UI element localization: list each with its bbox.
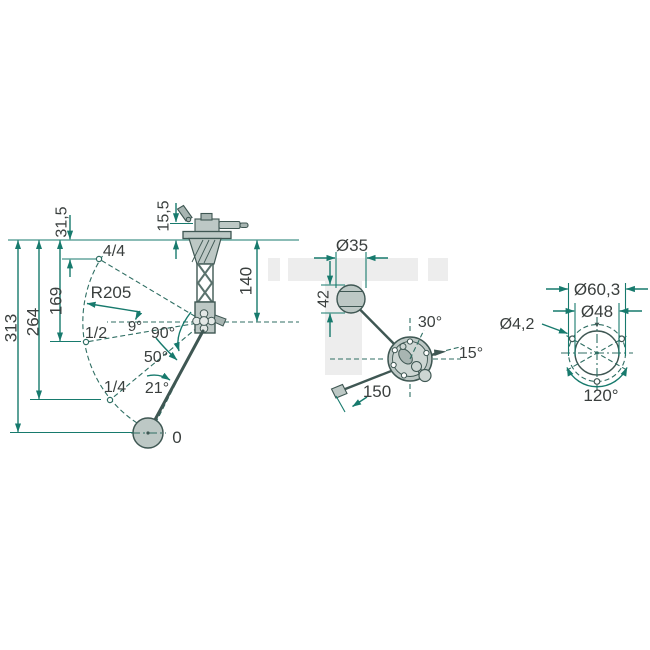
angle-label-50: 50° — [144, 349, 168, 366]
sender-head — [176, 204, 249, 240]
pivot-hub — [387, 336, 433, 383]
angle-label-21: 21° — [145, 380, 169, 397]
position-marker-14 — [106, 396, 114, 404]
arc-120deg — [566, 367, 628, 388]
mounting-flange-plate — [182, 230, 232, 240]
float-arm — [148, 329, 205, 431]
position-label-44: 4/4 — [103, 243, 125, 260]
line-30deg — [409, 329, 425, 360]
bolt-hole — [618, 335, 626, 343]
r205-leader — [86, 301, 141, 313]
dim-label-dia60-3: Ø60,3 — [574, 280, 620, 299]
angle-label-15: 15° — [459, 345, 483, 362]
position-label-0: 0 — [172, 428, 181, 447]
position-marker-12 — [82, 338, 90, 346]
dim-label-31-5: 31,5 — [54, 206, 71, 237]
position-marker-44 — [95, 255, 103, 263]
bolt-hole — [568, 335, 576, 343]
position-label-12: 1/2 — [85, 325, 107, 342]
sender-column — [188, 237, 227, 334]
dim-label-140: 140 — [237, 267, 256, 295]
dim-label-264: 264 — [24, 308, 43, 336]
side-view: 313 264 169 31,5 15,5 140 R205 4/4 1/2 1… — [2, 200, 299, 449]
angle-label-90: 90° — [151, 325, 175, 342]
dim-label-dia4-2: Ø4,2 — [500, 316, 535, 333]
dim-label-313: 313 — [2, 314, 21, 342]
position-label-14: 1/4 — [104, 379, 126, 396]
vertical-dimensions — [14, 203, 261, 433]
angle-label-120: 120° — [583, 386, 618, 405]
dim-label-15-5: 15,5 — [156, 200, 173, 231]
rod-crimp-end — [330, 383, 348, 399]
rod-pointer-tip — [434, 349, 447, 356]
dim-label-dia48: Ø48 — [581, 302, 613, 321]
angle-arrow-9 — [134, 310, 143, 320]
dim-label-42: 42 — [316, 290, 333, 308]
angle-arrow-21 — [146, 372, 171, 381]
dim-label-150: 150 — [363, 382, 391, 401]
front-view: Ø35 42 30° 15° 150 — [314, 236, 483, 413]
bolt-hole — [593, 378, 601, 385]
flange-view: Ø60,3 Ø48 Ø4,2 120° — [500, 280, 648, 405]
angle-label-30: 30° — [418, 314, 442, 331]
angle-arrow-90 — [173, 311, 192, 352]
outlet-pipe — [218, 220, 241, 230]
dim-label-dia35: Ø35 — [336, 236, 368, 255]
dim-label-169: 169 — [47, 287, 66, 315]
dim-label-r205: R205 — [91, 283, 132, 302]
angle-label-9: 9° — [128, 318, 142, 335]
angle-arrow-50 — [155, 337, 178, 361]
